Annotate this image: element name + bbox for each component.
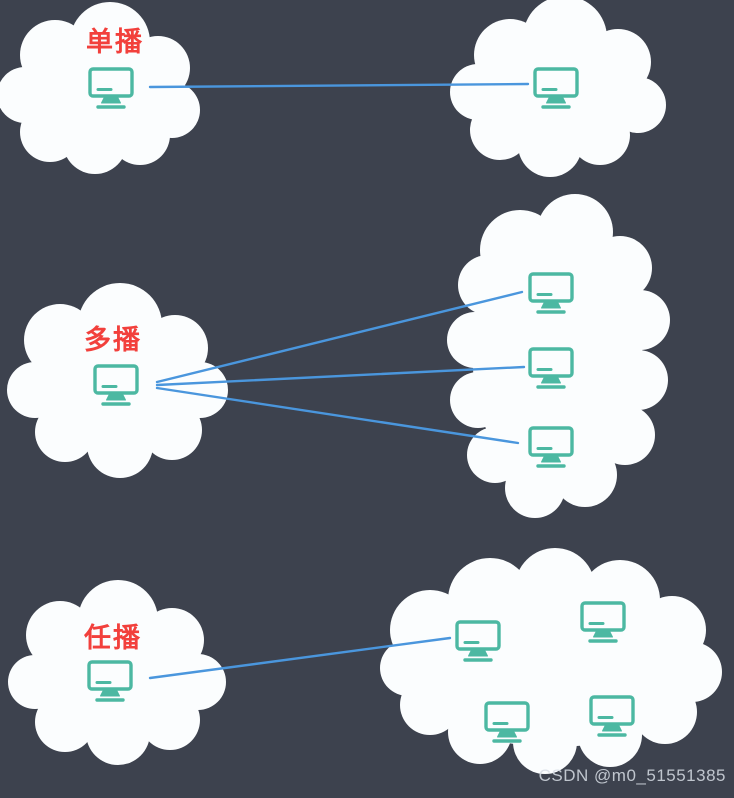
unicast-label: 单播 bbox=[86, 27, 144, 57]
anycast-link-line bbox=[148, 636, 452, 680]
multicast-link-line-3 bbox=[155, 386, 520, 445]
cloud-anycast-target bbox=[380, 548, 722, 774]
unicast-link-line bbox=[148, 82, 530, 89]
cloud-unicast-target bbox=[450, 0, 666, 177]
anycast-label: 任播 bbox=[84, 623, 142, 653]
cloud-multicast-target bbox=[447, 194, 670, 518]
clouds-layer bbox=[0, 0, 722, 774]
links-layer bbox=[148, 82, 530, 680]
cloud-anycast-source bbox=[8, 580, 226, 765]
cloud-unicast-source bbox=[0, 2, 200, 174]
multicast-link-line-1 bbox=[155, 290, 524, 384]
multicast-label: 多播 bbox=[84, 325, 142, 355]
cloud-multicast-source bbox=[7, 283, 228, 478]
multicast-link-line-2 bbox=[155, 365, 526, 387]
watermark-text: CSDN @m0_51551385 bbox=[538, 766, 726, 785]
